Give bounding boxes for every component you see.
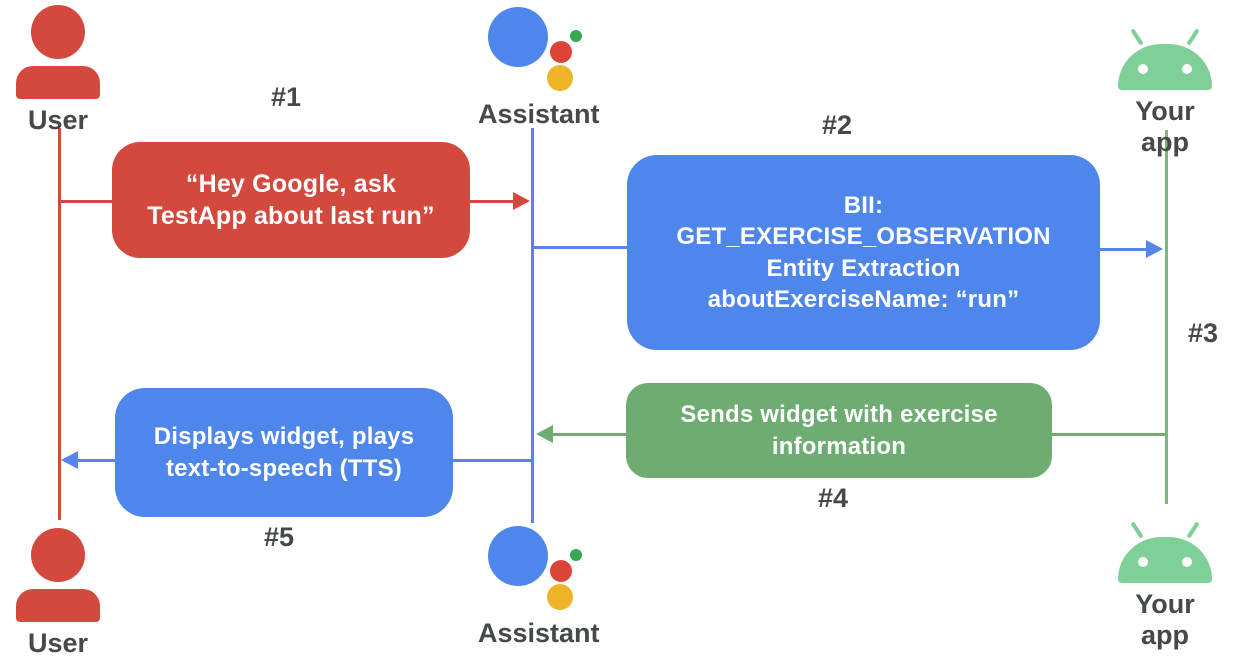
- step5-connector: [453, 459, 532, 462]
- step5-tag: #5: [264, 522, 295, 552]
- android-icon: [1118, 513, 1212, 583]
- step4-arrowhead-icon: [536, 425, 553, 443]
- actor-label: Assistant: [478, 99, 600, 129]
- actor-label: Your app: [1135, 589, 1195, 650]
- step1-tag: #1: [271, 82, 302, 112]
- person-icon: [8, 528, 108, 622]
- step1-arrow-line: [470, 200, 515, 203]
- actor-assistant-top: Assistant: [478, 7, 600, 130]
- google-assistant-icon: [483, 7, 583, 93]
- actor-label: User: [27, 628, 89, 658]
- step2-arrow-line: [1100, 248, 1146, 251]
- step2-connector: [533, 246, 629, 249]
- step3-tag: #3: [1188, 318, 1219, 348]
- person-icon: [8, 5, 108, 99]
- step4-arrow-line: [551, 433, 627, 436]
- actor-label: User: [27, 105, 89, 135]
- step2-tag: #2: [822, 110, 853, 140]
- step5-arrow-line: [76, 459, 116, 462]
- actor-user-bottom: User: [8, 528, 108, 658]
- actor-app-top: Your app: [1110, 20, 1220, 158]
- step4-connector: [1052, 433, 1166, 436]
- actor-app-bottom: Your app: [1110, 513, 1220, 651]
- step2-message-box: BII: GET_EXERCISE_OBSERVATION Entity Ext…: [627, 155, 1100, 350]
- actor-user-top: User: [8, 5, 108, 136]
- google-assistant-icon: [483, 526, 583, 612]
- app-lifeline: [1165, 130, 1168, 504]
- user-lifeline: [58, 128, 61, 520]
- step4-message-box: Sends widget with exercise information: [626, 383, 1052, 478]
- actor-label: Your app: [1135, 96, 1195, 157]
- step1-connector: [58, 200, 114, 203]
- step1-arrowhead-icon: [513, 192, 530, 210]
- actor-assistant-bottom: Assistant: [478, 526, 600, 649]
- android-icon: [1118, 20, 1212, 90]
- step5-message-box: Displays widget, plays text-to-speech (T…: [115, 388, 453, 517]
- assistant-lifeline: [531, 128, 534, 523]
- actor-label: Assistant: [478, 618, 600, 648]
- step5-arrowhead-icon: [61, 451, 78, 469]
- step4-tag: #4: [818, 483, 849, 513]
- step2-arrowhead-icon: [1146, 240, 1163, 258]
- step1-message-box: “Hey Google, ask TestApp about last run”: [112, 142, 470, 258]
